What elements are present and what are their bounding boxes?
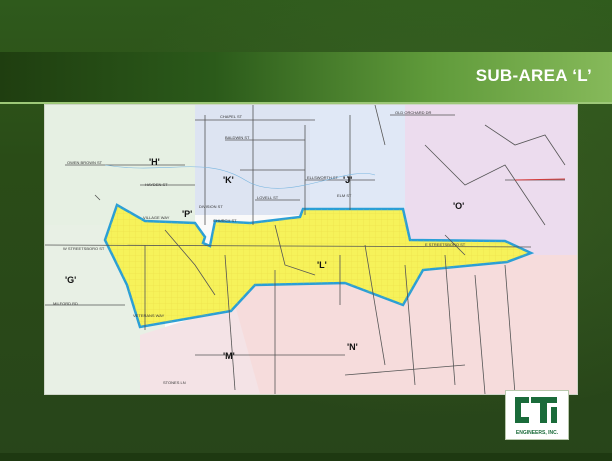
area-label-h: 'H': [149, 157, 160, 167]
street-label-lovell: LOVELL ST: [257, 195, 279, 200]
street-label-veterans: VETERANS WAY: [133, 313, 165, 318]
stream-line: [104, 164, 376, 189]
sub-area-map: [45, 105, 577, 394]
area-label-g: 'G': [65, 275, 77, 285]
title-band: [0, 52, 612, 104]
logo-caption: ENGINEERS, INC.: [515, 430, 559, 436]
street-network: [45, 105, 566, 394]
zone-k: [195, 105, 315, 215]
area-label-m: 'M': [223, 351, 235, 361]
street-label-old-orchard: OLD ORCHARD DR: [395, 110, 432, 115]
street-label-stones: STONES LN: [163, 380, 186, 385]
cti-logo-icon: [515, 397, 557, 423]
street-label-ellsworth: ELLSWORTH ST: [307, 175, 339, 180]
highlight-street: [514, 178, 566, 181]
zone-n: [195, 255, 577, 394]
street-label-church: CHURCH ST: [213, 218, 237, 223]
street-label-w-streetsboro: W STREETSBORO ST: [63, 246, 105, 251]
street-label-hayden: HAYDEN ST: [145, 182, 168, 187]
map-panel: 'H' 'K' 'J' 'O' 'P' 'L' 'G' 'M' 'N' CHAP…: [44, 104, 578, 395]
street-label-village: VILLAGE WAY: [143, 215, 170, 220]
street-label-e-streetsboro: E STREETSBORO ST: [425, 242, 466, 247]
street-label-owen-brown: OWEN BROWN ST: [67, 160, 103, 165]
street-label-chapel: CHAPEL ST: [220, 114, 243, 119]
bottom-bar: [0, 453, 612, 461]
street-label-baldwin: BALDWIN ST: [225, 135, 250, 140]
street-label-elm: ELM ST: [337, 193, 352, 198]
street-label-division: DIVISION ST: [199, 204, 223, 209]
area-label-n: 'N': [347, 342, 358, 352]
area-label-l: 'L': [317, 260, 327, 270]
area-label-p: 'P': [182, 209, 193, 219]
area-label-o: 'O': [453, 201, 465, 211]
sub-area-grid: [105, 205, 531, 327]
area-label-j: 'J': [343, 175, 353, 185]
slide-title: SUB-AREA ‘L’: [475, 66, 592, 85]
cti-engineers-logo: ENGINEERS, INC.: [505, 390, 569, 440]
area-label-k: 'K': [223, 175, 234, 185]
street-label-milford: MILFORD RD: [53, 301, 78, 306]
